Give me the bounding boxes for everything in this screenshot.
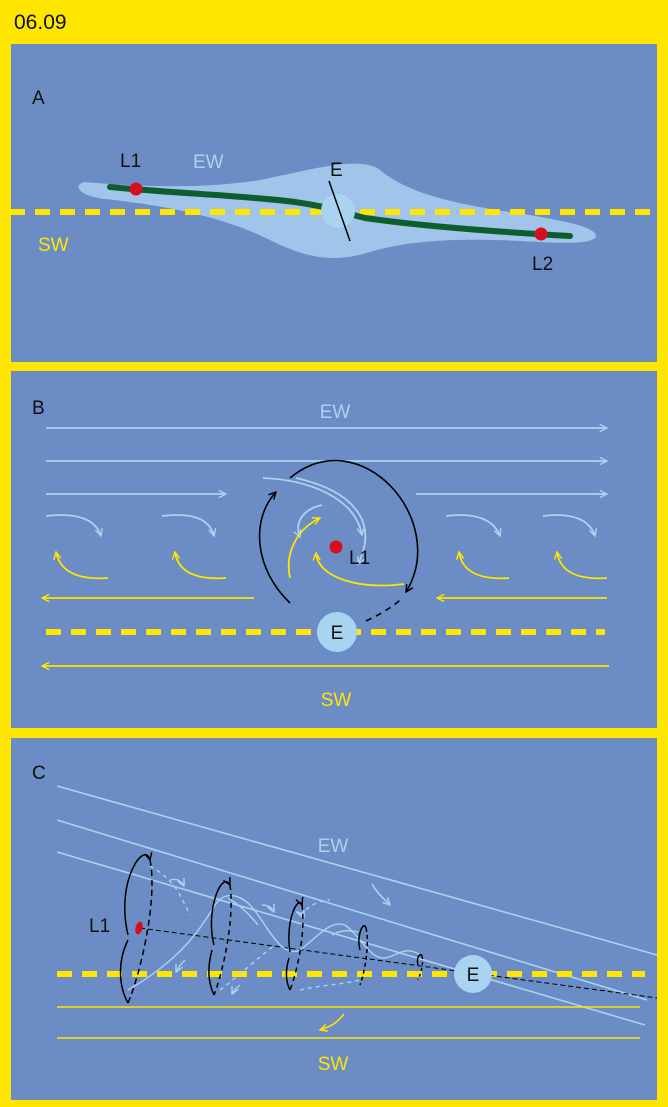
eddy-circle [317,612,357,652]
panel-a: A L1 EW E SW L2 [10,44,658,362]
helical-flow [127,865,421,994]
eddy-label: E [467,965,480,986]
panel-b-label: B [32,398,45,419]
panel-a-label: A [32,88,45,109]
vortex-axis-line [139,927,658,999]
easterly-label: EW [318,836,349,857]
low-1-label: L1 [349,548,370,569]
eddy-circle [454,955,492,993]
panel-c-background [11,738,657,1100]
eddy-axis-line [328,180,351,242]
vortex-arrow-right [289,459,419,592]
panel-c: C [11,738,658,1100]
vortex-dashed-segment [365,599,401,622]
vortex-arrow-left [258,492,291,604]
low-2-label: L2 [532,254,553,275]
vortex-rings [119,855,424,1004]
panel-b: B [11,371,657,728]
low-1-dot [129,182,143,196]
westerly-flow-arrows [42,518,609,666]
easterly-label: EW [320,402,351,423]
low-1-dot [135,921,143,935]
low-1-label: L1 [120,151,141,172]
westerly-flow-lines [57,1006,640,1039]
easterly-flow-lines [56,785,658,1026]
eddy-label: E [330,160,343,181]
eddy-circle [321,194,355,228]
panel-c-label: C [32,763,46,784]
figure-number: 06.09 [14,11,67,34]
westerly-label: SW [38,235,69,256]
eddy-label: E [331,623,344,644]
low-2-dot [534,227,548,241]
low-1-dot [329,540,343,554]
westerly-label: SW [321,690,352,711]
easterly-label: EW [193,152,224,173]
low-1-label: L1 [89,916,110,937]
westerly-label: SW [318,1054,349,1075]
